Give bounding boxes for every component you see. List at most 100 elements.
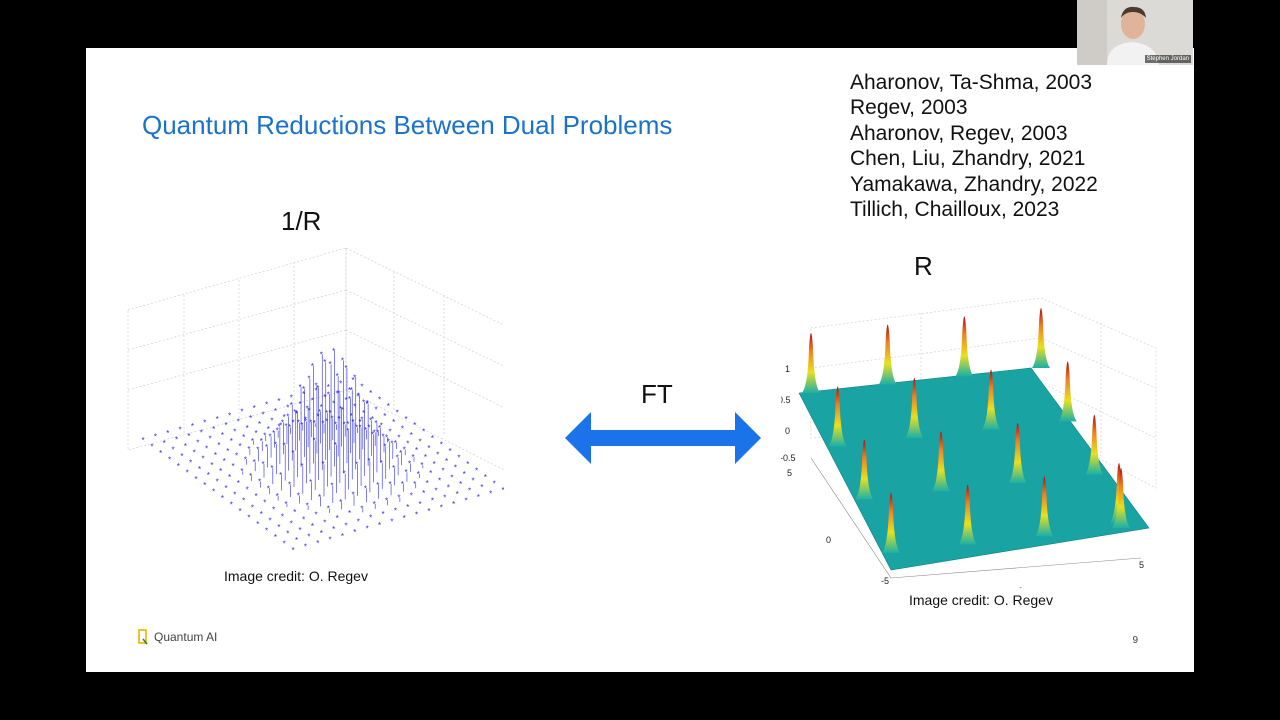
lattice-point: * — [336, 390, 339, 399]
spike-peak — [1058, 361, 1077, 422]
lattice-point: * — [493, 480, 496, 489]
lattice-point: * — [369, 514, 372, 523]
lattice-point: * — [202, 455, 205, 464]
lattice-point: * — [366, 525, 369, 534]
lattice-point: * — [258, 420, 261, 429]
lattice-point: * — [295, 536, 298, 545]
lattice-point: * — [290, 394, 293, 403]
lattice-point: * — [385, 496, 388, 505]
lattice-point: * — [466, 460, 469, 469]
lattice-point: * — [272, 429, 275, 438]
lattice-point: * — [336, 514, 339, 523]
slide: Quantum Reductions Between Dual Problems… — [86, 48, 1194, 672]
double-arrow-icon — [565, 412, 761, 464]
lattice-point: * — [267, 484, 270, 493]
lattice-point: * — [394, 439, 397, 448]
lattice-point: * — [239, 507, 242, 516]
spike-peak — [1085, 414, 1104, 475]
lattice-point: * — [265, 401, 268, 410]
lattice-point: * — [260, 437, 263, 446]
lattice-point: * — [373, 428, 376, 437]
lattice-point: * — [373, 500, 376, 509]
lattice-point: * — [371, 415, 374, 424]
lattice-point: * — [429, 469, 432, 478]
lattice-point: * — [260, 510, 263, 519]
lattice-point: * — [209, 435, 212, 444]
lattice-point: * — [378, 395, 381, 404]
lattice-point: * — [207, 471, 210, 480]
x-tick: 0 — [1018, 586, 1023, 588]
lattice-point: * — [258, 478, 261, 487]
lattice-point: * — [314, 382, 317, 391]
right-image-credit: Image credit: O. Regev — [909, 592, 1053, 608]
lattice-point: * — [472, 477, 475, 486]
lattice-point: * — [440, 504, 443, 513]
spike-peaks — [802, 308, 1130, 553]
lattice-point: * — [341, 406, 344, 415]
z-tick: 0.5 — [781, 395, 791, 405]
lattice-point: * — [320, 350, 323, 359]
lattice-point: * — [364, 485, 367, 494]
lattice-point: * — [216, 415, 219, 424]
left-lattice-plot: ****************************************… — [127, 247, 505, 555]
lattice-point: * — [359, 418, 362, 427]
lattice-point: * — [337, 415, 340, 424]
quantum-ai-logo-icon — [138, 629, 148, 645]
lattice-point: * — [346, 427, 349, 436]
lattice-point: * — [311, 397, 314, 406]
lattice-point: * — [502, 486, 505, 495]
spike-peak — [802, 333, 820, 393]
lattice-point: * — [369, 389, 372, 398]
lattice-point: * — [223, 457, 226, 466]
spike-peak — [855, 439, 874, 500]
lattice-point: * — [475, 467, 478, 476]
lattice-point: * — [262, 460, 265, 469]
lattice-point: * — [154, 432, 157, 441]
lattice-point: * — [392, 418, 395, 427]
z-tick: 1 — [785, 364, 790, 374]
lattice-point: * — [297, 419, 300, 428]
lattice-point: * — [489, 490, 492, 499]
lattice-point: * — [413, 480, 416, 489]
lattice-point: * — [214, 451, 217, 460]
lattice-point: * — [313, 437, 316, 446]
lattice-point: * — [254, 429, 257, 438]
lattice-point: * — [212, 425, 215, 434]
lattice-point: * — [177, 462, 180, 471]
lattice-point: * — [355, 424, 358, 433]
z-tick: 0 — [785, 426, 790, 436]
lattice-point: * — [274, 407, 277, 416]
lattice-point: * — [300, 421, 303, 430]
lattice-point: * — [323, 358, 326, 367]
lattice-point: * — [265, 527, 268, 536]
lattice-point: * — [383, 412, 386, 421]
lattice-point: * — [246, 424, 249, 433]
reference-item: Regev, 2003 — [850, 96, 968, 120]
lattice-point: * — [443, 493, 446, 502]
lattice-point: * — [327, 383, 330, 392]
lattice-point: * — [360, 504, 363, 513]
lattice-point: * — [263, 499, 266, 508]
lattice-point: * — [419, 500, 422, 509]
lattice-point: * — [325, 417, 328, 426]
left-plot-label: 1/R — [281, 206, 322, 236]
lattice-point: * — [413, 421, 416, 430]
lattice-point: * — [415, 510, 418, 519]
lattice-point: * — [449, 447, 452, 456]
lattice-point: * — [297, 491, 300, 500]
right-peaks-plot: 1 0.5 0 -0.5 5 0 -5 -5 0 5 — [781, 297, 1157, 588]
lattice-point: * — [277, 397, 280, 406]
lattice-point: * — [292, 546, 295, 555]
lattice-point: * — [350, 412, 353, 421]
participant-video-tile[interactable]: Stephen Jordan — [1077, 0, 1193, 65]
footer-brand-label: Quantum AI — [154, 630, 218, 644]
lattice-point: * — [277, 423, 280, 432]
lattice-point: * — [270, 464, 273, 473]
spike-peak — [1032, 308, 1050, 368]
lattice-point: * — [406, 503, 409, 512]
lattice-point: * — [320, 403, 323, 412]
lattice-point: * — [193, 448, 196, 457]
slide-title: Quantum Reductions Between Dual Problems — [142, 110, 673, 140]
lattice-point: * — [318, 493, 321, 502]
lattice-point: * — [302, 390, 305, 399]
